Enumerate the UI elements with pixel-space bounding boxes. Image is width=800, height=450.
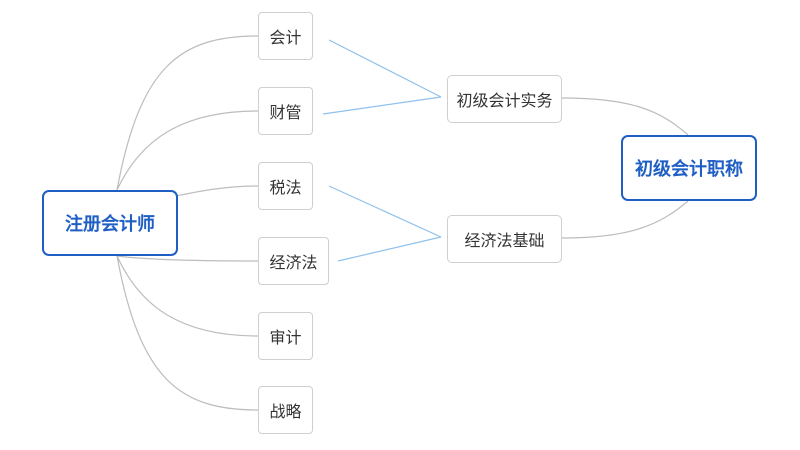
subject-node-economic-law[interactable]: 经济法 — [258, 237, 329, 285]
junction-connector-0 — [561, 97, 689, 136]
root-node-cpa[interactable]: 注册会计师 — [42, 190, 178, 256]
branch-connector-3 — [116, 255, 259, 262]
root-node-junior-accounting-title[interactable]: 初级会计职称 — [621, 135, 757, 201]
branch-connector-0 — [116, 35, 259, 191]
junction-node-junior-accounting-practice[interactable]: 初级会计实务 — [447, 75, 562, 123]
mapping-connector-0 — [328, 39, 442, 98]
branch-connector-1 — [116, 110, 259, 191]
subject-node-strategy[interactable]: 战略 — [258, 386, 313, 434]
subject-node-audit[interactable]: 审计 — [258, 312, 313, 360]
junction-node-economic-law-basics[interactable]: 经济法基础 — [447, 215, 562, 263]
junction-connector-1 — [561, 200, 689, 239]
subject-node-financial-management[interactable]: 财管 — [258, 87, 313, 135]
branch-connector-4 — [116, 255, 259, 337]
subject-node-tax-law[interactable]: 税法 — [258, 162, 313, 210]
mapping-connector-1 — [322, 96, 442, 115]
subject-node-accounting[interactable]: 会计 — [258, 12, 313, 60]
branch-connector-5 — [116, 255, 259, 411]
mapping-connector-2 — [328, 185, 442, 238]
mapping-connector-3 — [337, 236, 442, 262]
